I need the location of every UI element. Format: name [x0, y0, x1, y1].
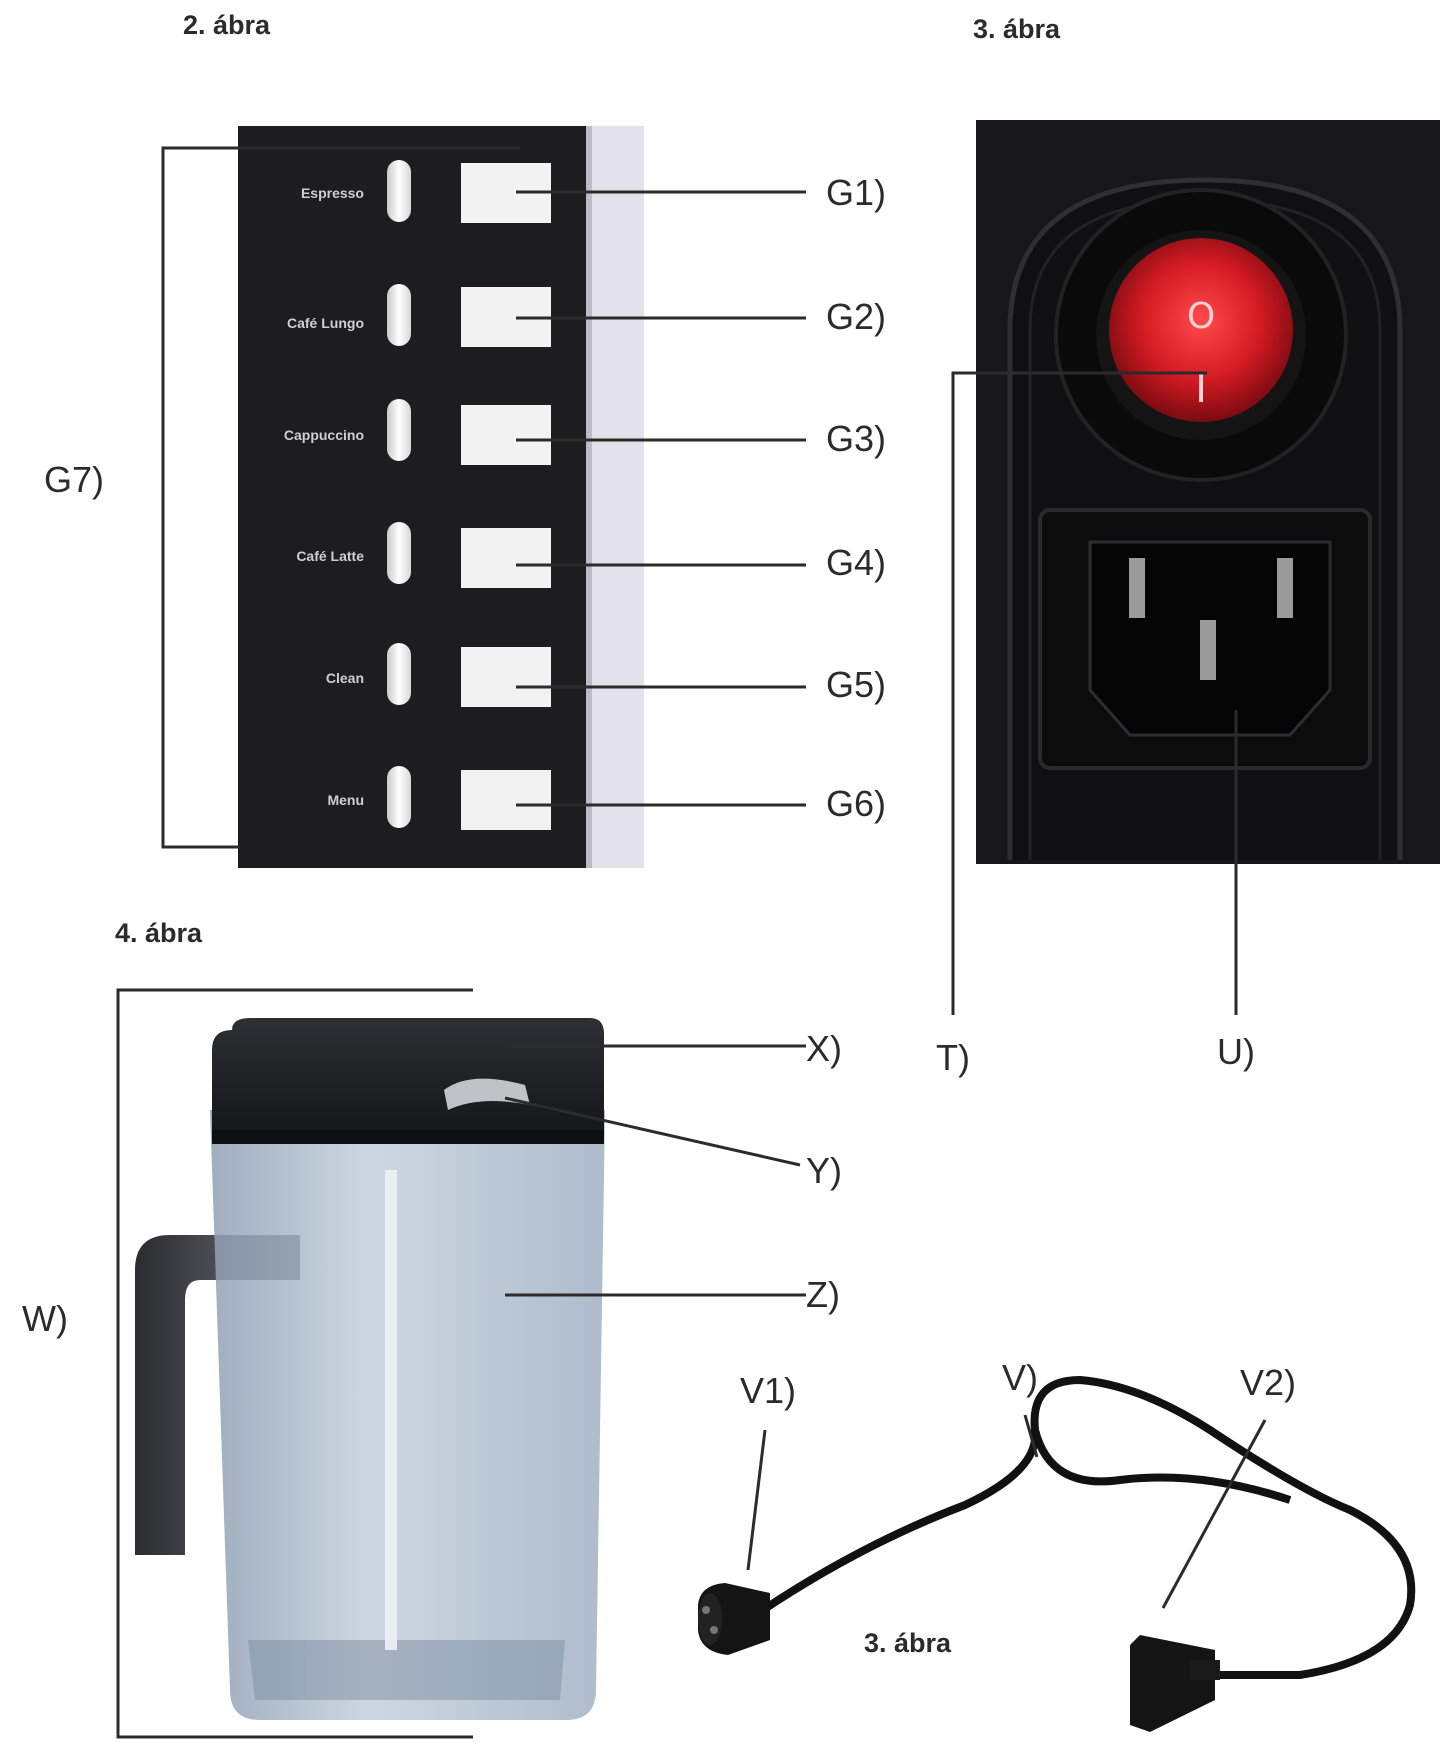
callout-y: Y) — [806, 1150, 842, 1191]
fig3-leader-lines — [951, 371, 1238, 1015]
panel-label-espresso: Espresso — [301, 185, 364, 201]
indicator-light — [387, 284, 411, 346]
panel-row-1: Espresso — [301, 160, 551, 223]
fig3-socket-title: 3. ábra — [973, 14, 1061, 44]
callout-v2: V2) — [1240, 1362, 1297, 1403]
w-bracket — [116, 988, 473, 1739]
jug-outlet — [444, 1078, 530, 1110]
menu-button[interactable] — [461, 770, 551, 830]
fig2-leader-lines — [516, 190, 806, 807]
callout-u: U) — [1217, 1031, 1255, 1072]
panel-label-cappuccino: Cappuccino — [284, 427, 364, 443]
milk-jug — [135, 1018, 605, 1720]
suction-tube — [385, 1170, 397, 1650]
jug-container — [210, 1110, 605, 1720]
callout-g4: G4) — [826, 542, 887, 583]
panel-row-3: Cappuccino — [284, 399, 551, 465]
fig4-title: 4. ábra — [115, 918, 203, 948]
jug-lid — [212, 1018, 604, 1140]
control-panel — [238, 126, 644, 868]
power-cable — [698, 1375, 1416, 1732]
iec-connector — [1130, 1635, 1220, 1732]
indicator-light — [387, 399, 411, 461]
fig4-leader-lines — [504, 1044, 806, 1297]
panel-row-5: Clean — [326, 643, 551, 707]
fig2-title: 2. ábra — [183, 10, 271, 40]
power-socket-panel: O I — [976, 120, 1440, 864]
callout-t: T) — [936, 1037, 970, 1078]
schuko-plug — [698, 1583, 770, 1655]
indicator-light — [387, 643, 411, 705]
panel-label-cafe-lungo: Café Lungo — [287, 315, 364, 331]
inlet-pin — [1129, 558, 1145, 618]
indicator-light — [387, 522, 411, 584]
cable-leader-lines — [746, 1414, 1267, 1609]
callout-v: V) — [1002, 1357, 1038, 1398]
inlet-pin — [1277, 558, 1293, 618]
indicator-light — [387, 766, 411, 828]
g7-bracket — [161, 146, 520, 849]
callout-g7: G7) — [44, 459, 105, 500]
callout-g6: G6) — [826, 783, 887, 824]
cappuccino-button[interactable] — [461, 405, 551, 465]
callout-g3: G3) — [826, 418, 887, 459]
jug-handle — [135, 1235, 300, 1555]
inlet-pin — [1200, 620, 1216, 680]
panel-row-4: Café Latte — [296, 522, 551, 588]
fig3-cable-title: 3. ábra — [864, 1628, 952, 1658]
callout-x: X) — [806, 1028, 842, 1069]
callout-z: Z) — [806, 1274, 840, 1315]
panel-label-clean: Clean — [326, 670, 364, 686]
callout-g1: G1) — [826, 172, 887, 213]
callout-g2: G2) — [826, 296, 887, 337]
switch-on-mark: I — [1195, 366, 1207, 412]
panel-row-6: Menu — [327, 766, 551, 830]
indicator-light — [387, 160, 411, 222]
cafe-latte-button[interactable] — [461, 528, 551, 588]
callout-w: W) — [22, 1298, 68, 1339]
clean-button[interactable] — [461, 647, 551, 707]
switch-off-mark: O — [1187, 296, 1215, 337]
callout-v1: V1) — [740, 1370, 797, 1411]
callout-g5: G5) — [826, 664, 887, 705]
panel-label-cafe-latte: Café Latte — [296, 548, 364, 564]
power-switch[interactable] — [1109, 238, 1293, 422]
panel-label-menu: Menu — [327, 792, 364, 808]
